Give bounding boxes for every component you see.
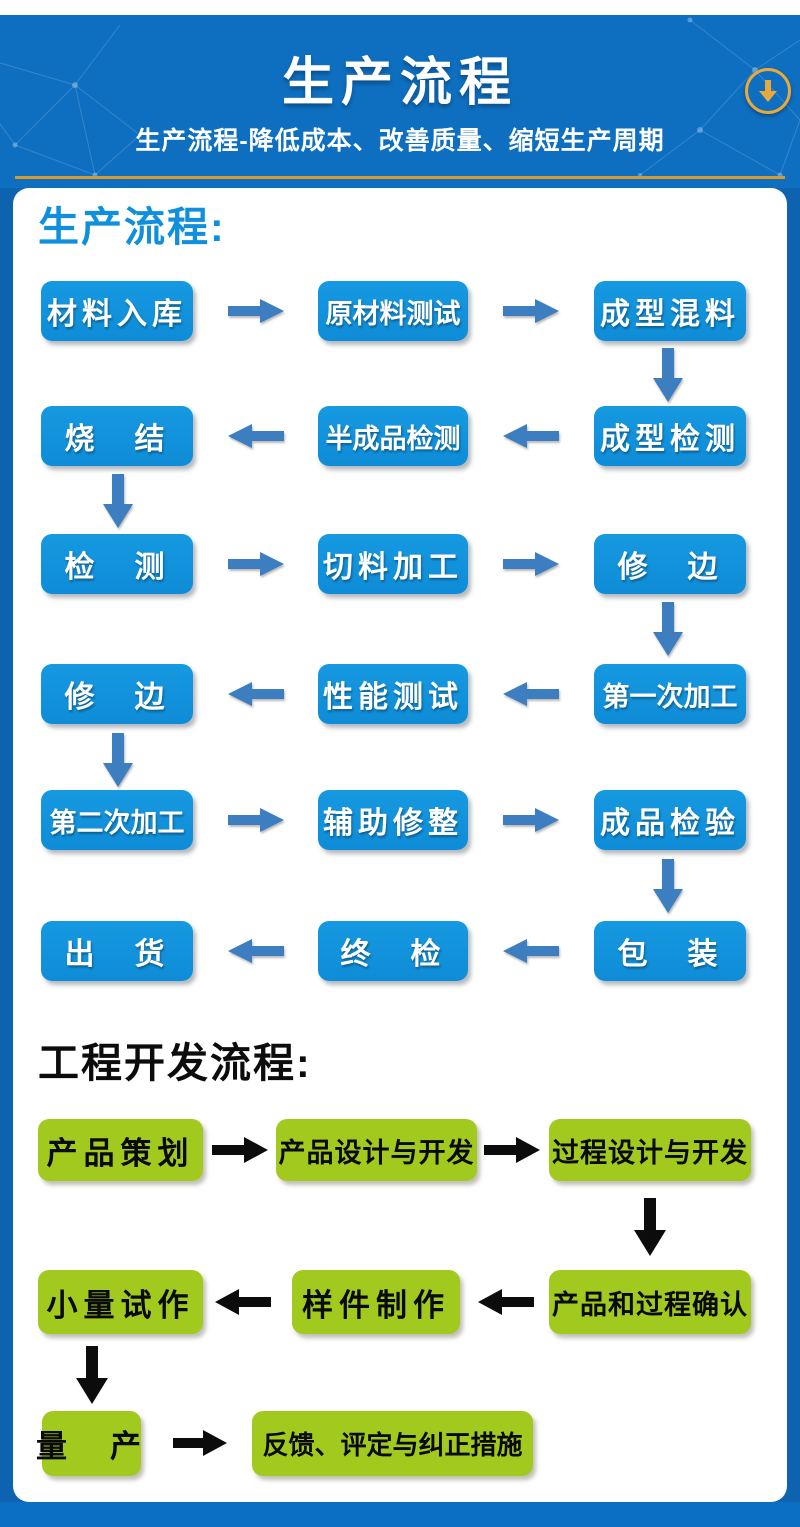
arrow-right-icon	[173, 1430, 227, 1456]
header-banner: 生产流程 生产流程-降低成本、改善质量、缩短生产周期	[0, 0, 800, 188]
flow-step-semi-inspect: 半成品检测	[318, 406, 468, 466]
page-subtitle: 生产流程-降低成本、改善质量、缩短生产周期	[135, 127, 665, 155]
arrow-left-icon	[215, 1289, 271, 1315]
arrow-down-icon	[103, 733, 133, 787]
arrow-right-icon	[228, 808, 284, 832]
arrow-down-icon	[653, 859, 683, 913]
flow-step-perf-test: 性能测试	[318, 664, 468, 724]
arrow-right-icon	[228, 299, 284, 323]
content-card: 生产流程: 材料入库 原材料测试 成型混料 烧 结 半成品检测 成型检测 检 测…	[13, 188, 787, 1502]
arrow-down-icon	[653, 602, 683, 656]
arrow-right-icon	[228, 552, 284, 576]
arrow-left-icon	[503, 682, 559, 706]
flow-step-material-in: 材料入库	[41, 281, 193, 341]
scroll-down-button[interactable]	[745, 68, 791, 114]
flow-step-final-inspect: 成品检验	[594, 790, 746, 850]
top-white-strip	[0, 0, 800, 15]
arrow-right-icon	[212, 1137, 268, 1163]
engineering-flow-heading: 工程开发流程:	[38, 1040, 312, 1086]
flow-step-inspect: 检 测	[41, 534, 193, 594]
flow-step-trim2: 修 边	[41, 664, 193, 724]
eng-step-small-trial: 小量试作	[38, 1270, 203, 1334]
flow-step-ship: 出 货	[41, 921, 193, 981]
flow-step-mold-inspect: 成型检测	[594, 406, 746, 466]
eng-step-feedback: 反馈、评定与纠正措施	[252, 1411, 533, 1476]
arrow-left-icon	[228, 939, 284, 963]
arrow-down-icon	[103, 474, 133, 528]
flow-step-aux-finish: 辅助修整	[318, 790, 468, 850]
flow-step-mix: 成型混料	[594, 281, 746, 341]
arrow-left-icon	[503, 424, 559, 448]
flow-step-second-machining: 第二次加工	[41, 790, 193, 850]
arrow-down-icon	[634, 1198, 666, 1256]
arrow-left-icon	[228, 424, 284, 448]
flow-step-raw-test: 原材料测试	[318, 281, 468, 341]
eng-step-product-design: 产品设计与开发	[276, 1119, 477, 1181]
flow-step-first-machining: 第一次加工	[594, 664, 746, 724]
arrow-right-icon	[484, 1137, 540, 1163]
eng-step-process-design: 过程设计与开发	[549, 1119, 751, 1181]
flow-step-trim: 修 边	[594, 534, 746, 594]
flow-step-sinter: 烧 结	[41, 406, 193, 466]
arrow-right-icon	[503, 808, 559, 832]
eng-step-confirmation: 产品和过程确认	[549, 1270, 751, 1334]
arrow-right-icon	[503, 299, 559, 323]
bottom-blue-strip	[0, 1502, 800, 1527]
flow-step-final-check: 终 检	[318, 921, 468, 981]
arrow-left-icon	[503, 939, 559, 963]
circle-down-arrow-icon	[759, 80, 777, 102]
gold-divider	[15, 176, 785, 179]
arrow-left-icon	[228, 682, 284, 706]
arrow-left-icon	[478, 1289, 534, 1315]
arrow-down-icon	[76, 1346, 108, 1404]
arrow-down-icon	[653, 348, 683, 402]
eng-step-mass-production: 量 产	[36, 1411, 141, 1476]
flow-step-cutting: 切料加工	[318, 534, 468, 594]
arrow-right-icon	[503, 552, 559, 576]
eng-step-product-planning: 产品策划	[38, 1119, 203, 1181]
page-title: 生产流程	[281, 54, 518, 112]
eng-step-sample-making: 样件制作	[292, 1270, 460, 1334]
production-flow-heading: 生产流程:	[38, 204, 226, 250]
flow-step-packing: 包 装	[594, 921, 746, 981]
